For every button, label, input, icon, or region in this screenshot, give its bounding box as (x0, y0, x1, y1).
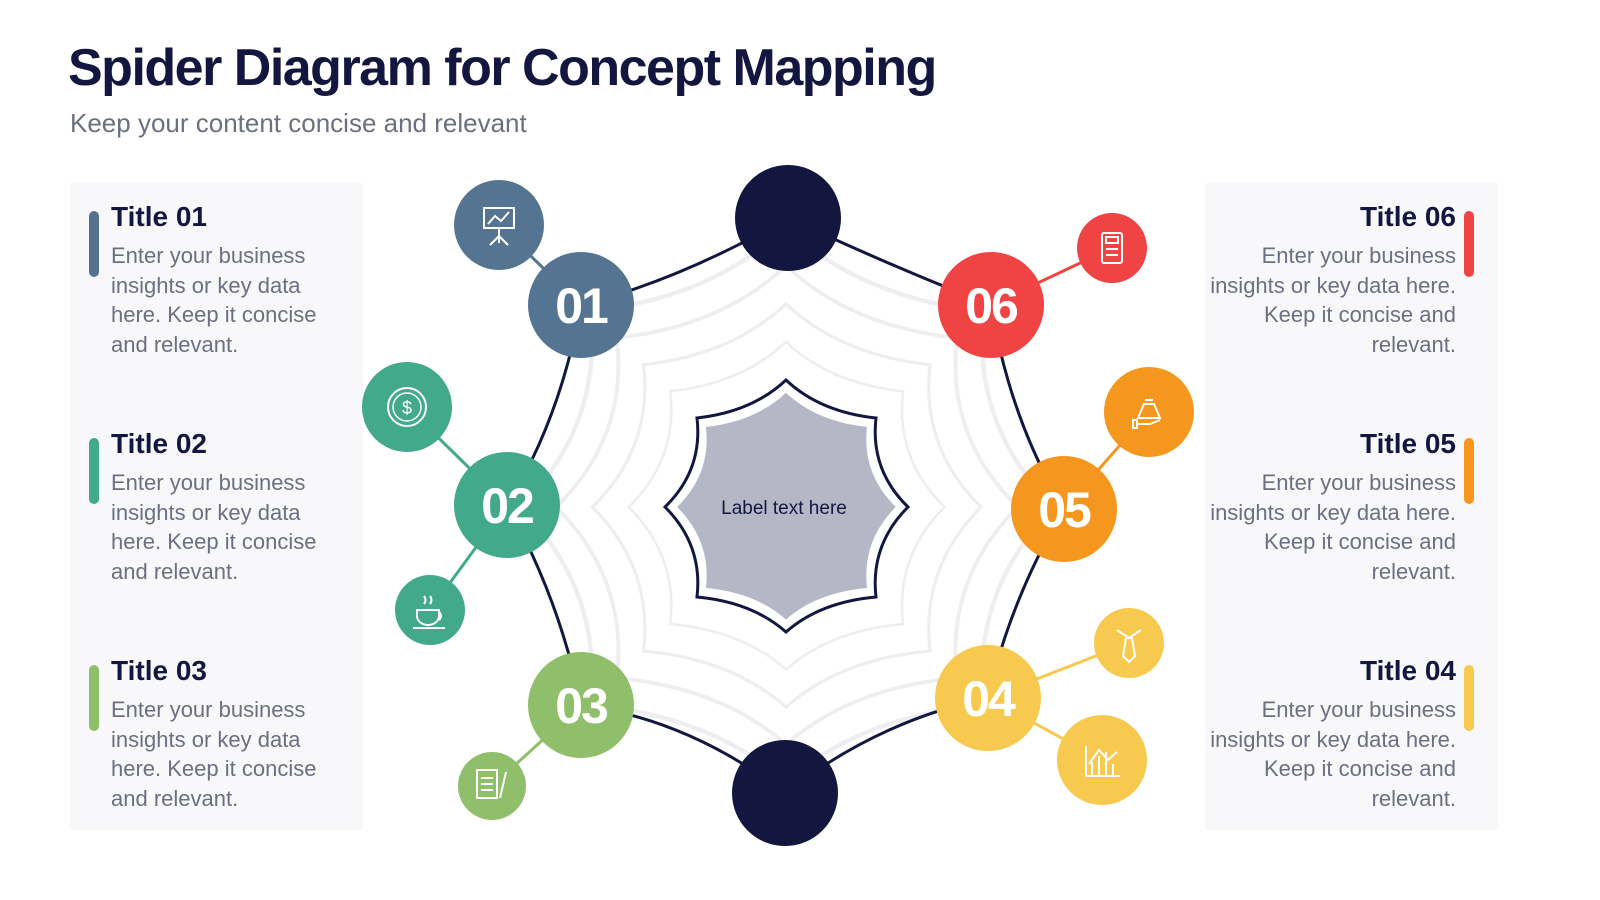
bar-chart-icon (1057, 715, 1147, 805)
item-body: Enter your business insights or key data… (111, 697, 317, 811)
item-title: Title 02 (111, 428, 207, 459)
item-03: Title 03 Enter your business insights or… (89, 651, 340, 813)
accent-bar (89, 665, 99, 731)
presentation-chart-icon (454, 180, 544, 270)
left-panel: Title 01 Enter your business insights or… (70, 183, 363, 830)
item-04: Title 04 Enter your business insights or… (1206, 651, 1474, 813)
item-body: Enter your business insights or key data… (1210, 697, 1456, 811)
node-number: 01 (555, 278, 608, 334)
item-title: Title 03 (111, 655, 207, 686)
page-subtitle: Keep your content concise and relevant (70, 108, 527, 138)
item-title: Title 05 (1360, 428, 1456, 459)
hub-top (735, 165, 841, 271)
dollar-coin-icon: $ (362, 362, 452, 452)
document-pencil-icon (458, 752, 526, 820)
item-body: Enter your business insights or key data… (111, 470, 317, 584)
item-06: Title 06 Enter your business insights or… (1206, 197, 1474, 359)
svg-text:$: $ (402, 398, 412, 418)
item-01: Title 01 Enter your business insights or… (89, 197, 340, 359)
center-label: Label text here (721, 498, 847, 519)
accent-bar (89, 438, 99, 504)
node-number: 05 (1038, 482, 1091, 538)
item-body: Enter your business insights or key data… (111, 243, 317, 357)
node-number: 06 (965, 278, 1017, 334)
item-body: Enter your business insights or key data… (1210, 470, 1456, 584)
accent-bar (1464, 438, 1474, 504)
node-number: 04 (962, 671, 1016, 727)
item-title: Title 04 (1360, 655, 1456, 686)
tie-icon (1094, 608, 1164, 678)
node-03: 03 (528, 652, 634, 758)
node-02: 02 (454, 452, 560, 558)
node-01: 01 (528, 252, 634, 358)
node-number: 02 (481, 478, 533, 534)
right-panel: Title 06 Enter your business insights or… (1205, 183, 1498, 830)
node-05: 05 (1011, 456, 1117, 562)
item-02: Title 02 Enter your business insights or… (89, 424, 340, 586)
coffee-cup-icon (395, 575, 465, 645)
money-bag-hand-icon (1104, 367, 1194, 457)
center-shape: Label text here (663, 378, 910, 634)
node-number: 03 (555, 678, 607, 734)
accent-bar (89, 211, 99, 277)
item-title: Title 01 (111, 201, 207, 232)
item-body: Enter your business insights or key data… (1210, 243, 1456, 357)
page-title: Spider Diagram for Concept Mapping (68, 39, 937, 97)
hub-bottom (732, 740, 838, 846)
node-06: 06 (938, 252, 1044, 358)
accent-bar (1464, 665, 1474, 731)
node-04: 04 (935, 645, 1041, 751)
calculator-icon (1077, 213, 1147, 283)
accent-bar (1464, 211, 1474, 277)
item-title: Title 06 (1360, 201, 1456, 232)
item-05: Title 05 Enter your business insights or… (1206, 424, 1474, 586)
